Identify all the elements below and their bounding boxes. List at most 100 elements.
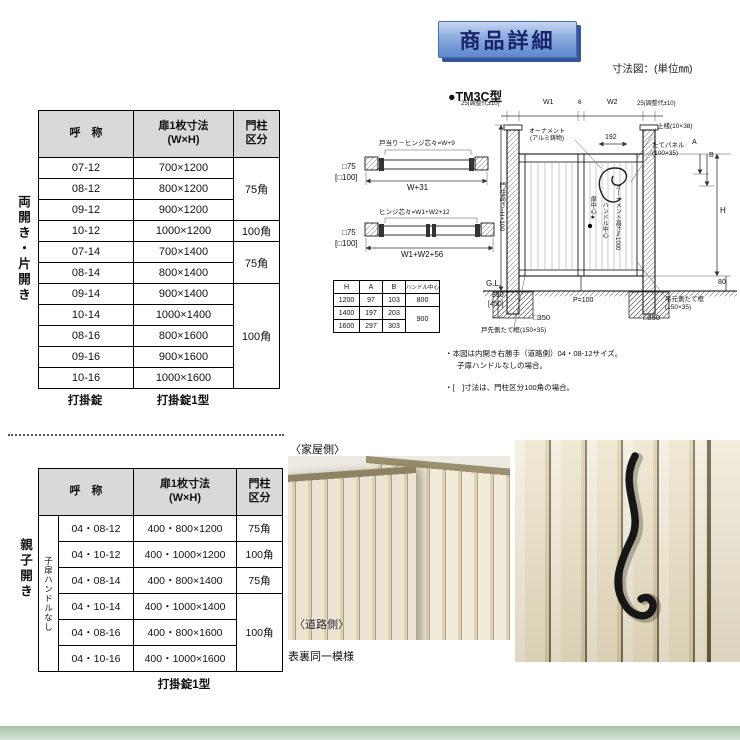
page-title: 商品詳細 <box>438 21 577 58</box>
cell-size: 1000×1600 <box>133 367 234 389</box>
photo-gate-both-sides: 〈道路側〉 <box>288 456 510 640</box>
cell-name: 04・10-14 <box>58 593 134 620</box>
col-header-post: 門柱 区分 <box>236 468 283 516</box>
hab-cell: 1400 <box>333 306 360 320</box>
label-p100: P=100 <box>573 297 594 304</box>
label-80: 80 <box>718 279 726 286</box>
hab-cell: 97 <box>359 293 383 307</box>
label-plan2-dim: W1+W2+56 <box>401 250 444 259</box>
label-sq350-left: □350 <box>533 313 551 322</box>
hab-cell: 103 <box>382 293 406 307</box>
diagram-drawing <box>364 111 737 333</box>
cell-size: 400・800×1200 <box>133 515 237 542</box>
label-dim-h: H <box>720 206 726 215</box>
divider <box>8 434 284 436</box>
cell-size: 400・1000×1200 <box>133 541 237 568</box>
label-ornament-height: オーナメント高さ≒1000 <box>614 184 621 251</box>
cell-size: 400・800×1400 <box>133 567 237 594</box>
hab-cell: 303 <box>382 319 406 333</box>
label-plan2-post-alt: [□100] <box>335 239 358 248</box>
photo-handle-closeup <box>515 440 740 662</box>
hab-cell: 197 <box>359 306 383 320</box>
hab-cell: 1200 <box>333 293 360 307</box>
cell-name: 08-16 <box>38 325 134 347</box>
table2-lock-type-label: 打掛錠1型 <box>157 679 211 691</box>
note-1: ・本図は内開き右勝手（道路側）04・08-12サイズ。 <box>445 349 623 358</box>
gate-panel-front <box>288 466 416 640</box>
label-handle-center: ハンドル中心 <box>601 202 608 238</box>
cell-name: 07-14 <box>38 241 134 263</box>
label-ornament: オーナメント (アルミ鋳物) <box>529 129 566 143</box>
cell-name: 10-14 <box>38 304 134 326</box>
cell-name: 04・10-16 <box>58 645 134 672</box>
cell-name: 04・08-16 <box>58 619 134 646</box>
cell-size: 800×1400 <box>133 262 234 284</box>
label-plan2-post: □75 <box>342 228 356 237</box>
footer-bar <box>0 726 740 740</box>
label-plan1-post-alt: [□100] <box>335 173 358 182</box>
cell-name: 04・10-12 <box>58 541 134 568</box>
cell-size: 400・800×1600 <box>133 619 237 646</box>
hab-handle: ハンドル中心 <box>405 280 440 294</box>
label-post-height: 門柱高さ=H+100 <box>497 182 505 232</box>
table1-lock-label: 打掛錠 <box>67 395 103 407</box>
hab-cell: 900 <box>405 306 440 333</box>
hab-cell: 203 <box>382 306 406 320</box>
table1-header-row: 呼 称 扉1枚寸法 (W×H) 門柱 区分 <box>38 110 280 158</box>
hab-header-row: H A B ハンドル中心 <box>333 280 440 294</box>
cell-name: 10-12 <box>38 220 134 242</box>
table1-side-label: 両開き・片開き <box>16 195 30 304</box>
cell-post: 75角 <box>236 515 283 542</box>
label-top-rail: 上桟(10×38) <box>657 123 693 130</box>
cell-size: 900×1200 <box>133 199 234 221</box>
label-350: 350 <box>492 292 504 299</box>
cell-post: 75角 <box>233 157 280 221</box>
cell-name: 04・08-14 <box>58 567 134 594</box>
hab-cell: 297 <box>359 319 383 333</box>
label-panel: たてパネル (100×35) <box>652 142 685 157</box>
label-door-center: 扉中心★ <box>589 196 596 221</box>
col-header-post: 門柱 区分 <box>233 110 280 158</box>
col-header-size: 扉1枚寸法 (W×H) <box>133 468 237 516</box>
cell-size: 800×1200 <box>133 178 234 200</box>
label-adjust-right: 25(調整代±10) <box>637 101 676 107</box>
cell-name: 04・08-12 <box>58 515 134 542</box>
label-gap6: 6 <box>578 99 582 106</box>
dimension-diagram: ●TM3C型 戸当り－ヒンジ芯々=W+9 □75 [□100] W+31 ヒンジ… <box>285 86 740 460</box>
label-w2: W2 <box>607 99 618 106</box>
cell-size: 1000×1400 <box>133 304 234 326</box>
label-hinge-stile: 吊元側たて框 (150×35) <box>665 296 704 311</box>
sub-label-no-handle: 子扉ハンドルなし <box>38 515 59 672</box>
label-plan1-post: □75 <box>342 162 356 171</box>
hab-a: A <box>359 280 383 294</box>
note-2: 子扉ハンドルなしの場合。 <box>457 361 547 370</box>
label-192: 192 <box>605 134 617 141</box>
model-label: ●TM3C型 <box>448 90 503 104</box>
label-latch-stile: 戸先側たて框(150×35) <box>481 327 547 334</box>
table1-lock-type-label: 打掛錠1型 <box>156 395 210 407</box>
label-plan1-dim: W+31 <box>407 183 429 192</box>
label-plan2: ヒンジ芯々=W1+W2+12 <box>379 209 450 216</box>
cell-size: 700×1200 <box>133 157 234 179</box>
hab-b: B <box>382 280 406 294</box>
cell-size: 900×1600 <box>133 346 234 368</box>
label-dim-b: B <box>709 152 714 159</box>
label-w1: W1 <box>543 99 554 106</box>
hab-h: H <box>333 280 360 294</box>
cell-name: 08-12 <box>38 178 134 200</box>
road-side-label: 〈道路側〉 <box>294 619 349 631</box>
